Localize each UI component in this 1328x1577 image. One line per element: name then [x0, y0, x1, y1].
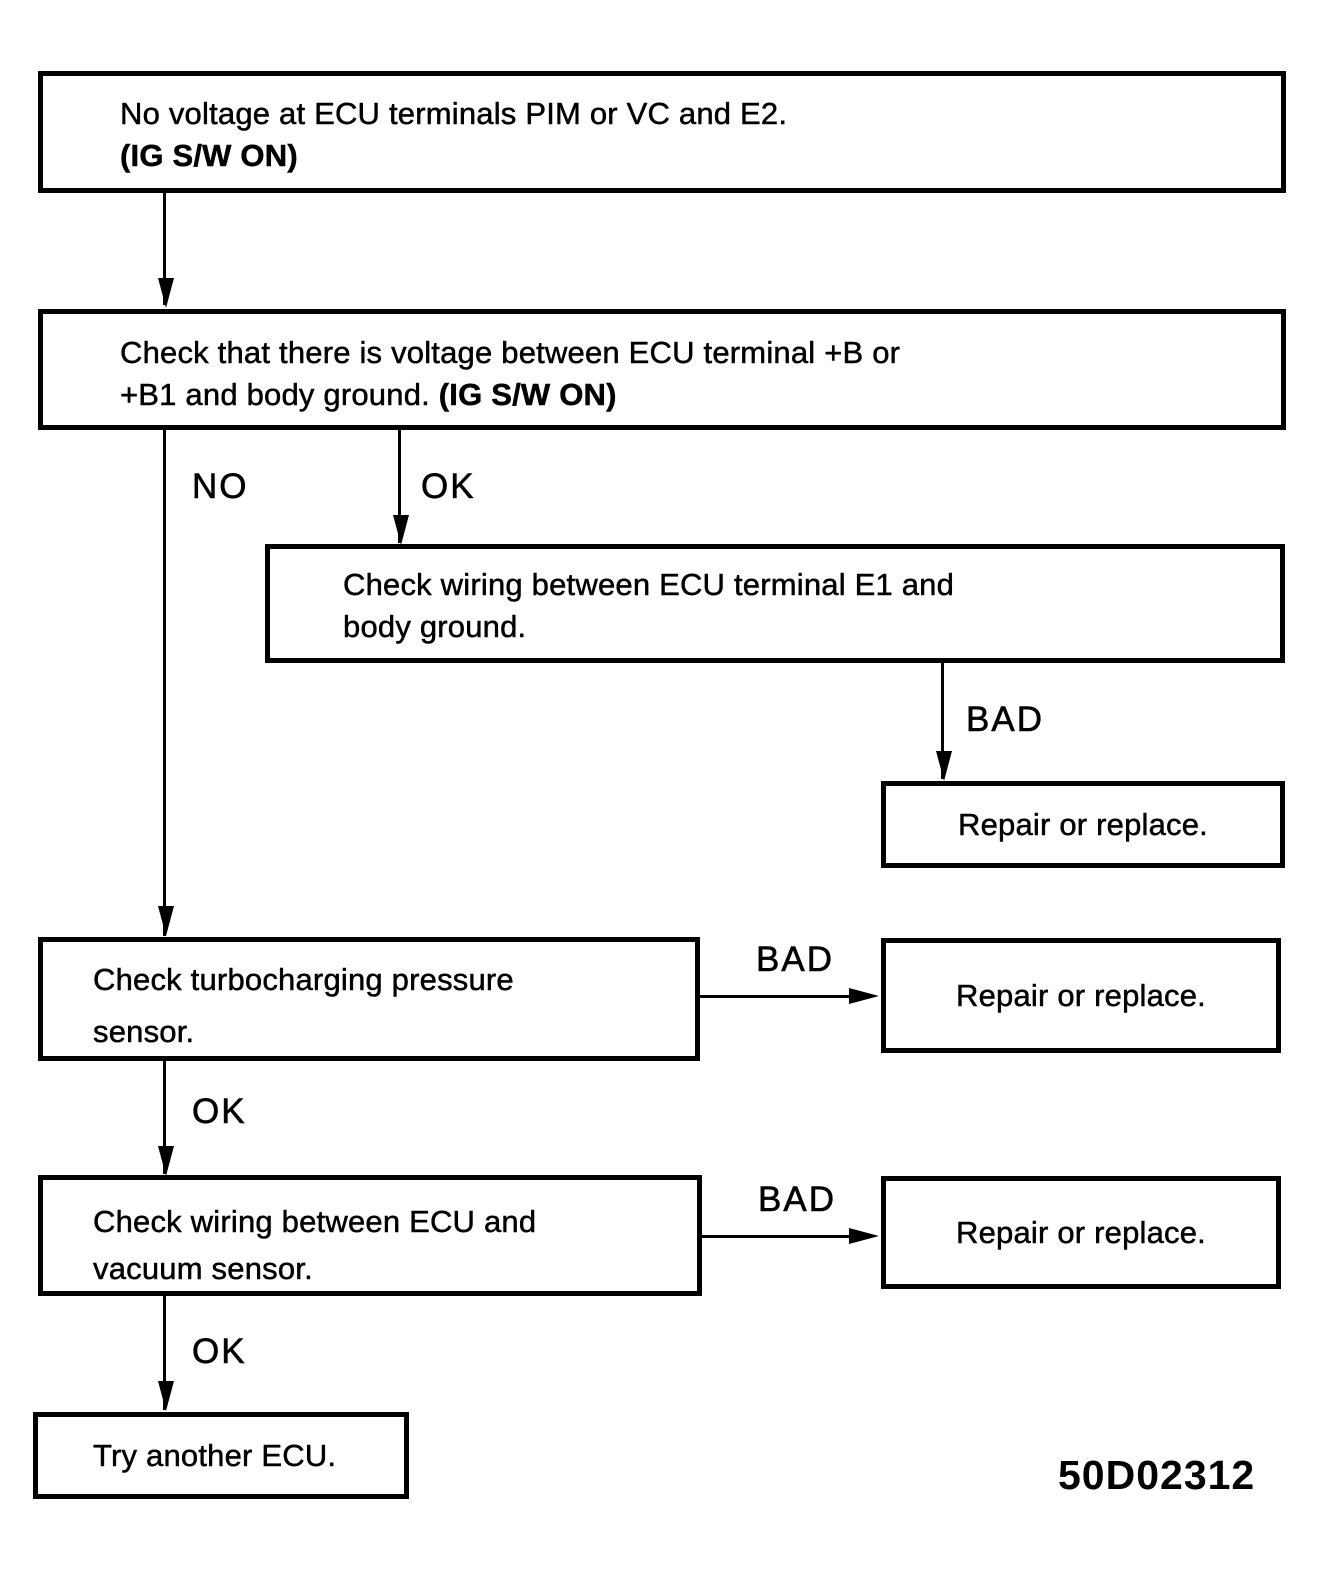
doc-number: 50D02312	[1058, 1452, 1256, 1498]
connector-start-to-check-voltage	[163, 193, 166, 305]
connector-ok-branch-3	[163, 1296, 166, 1410]
edge-label-ok-3: OK	[192, 1332, 247, 1372]
connector-bad-branch-2	[700, 995, 855, 998]
node-repair-2: Repair or replace.	[881, 938, 1281, 1053]
connector-ok-branch-2	[163, 1061, 166, 1174]
arrowhead-ok-branch-1	[393, 515, 409, 545]
node-check-turbo-sensor-line1: Check turbocharging pressure	[93, 962, 514, 998]
node-try-another-ecu: Try another ECU.	[33, 1412, 409, 1499]
arrowhead-ok-branch-3	[158, 1381, 174, 1411]
edge-label-bad-1: BAD	[966, 700, 1044, 740]
node-check-e1-wiring-line1: Check wiring between ECU terminal E1 and	[343, 567, 955, 603]
node-repair-1-text: Repair or replace.	[958, 806, 1208, 842]
edge-label-no: NO	[192, 467, 249, 507]
arrowhead-no-branch	[158, 906, 174, 936]
edge-label-bad-2: BAD	[756, 940, 834, 980]
node-repair-1: Repair or replace.	[881, 781, 1285, 868]
node-check-e1-wiring-line2: body ground.	[343, 609, 527, 645]
node-repair-2-text: Repair or replace.	[956, 977, 1206, 1013]
arrowhead-bad-branch-2	[849, 988, 879, 1004]
node-try-another-ecu-text: Try another ECU.	[93, 1437, 337, 1473]
node-check-e1-wiring: Check wiring between ECU terminal E1 and…	[265, 544, 1285, 663]
node-check-voltage-line2: +B1 and body ground. (IG S/W ON)	[120, 377, 617, 413]
node-repair-3-text: Repair or replace.	[956, 1214, 1206, 1250]
connector-ok-branch-1	[398, 430, 401, 543]
node-check-vacuum-wiring: Check wiring between ECU and vacuum sens…	[38, 1175, 702, 1296]
node-no-voltage-line2: (IG S/W ON)	[120, 138, 298, 174]
node-no-voltage: No voltage at ECU terminals PIM or VC an…	[38, 71, 1286, 193]
node-check-turbo-sensor-line2: sensor.	[93, 1014, 195, 1050]
edge-label-bad-3: BAD	[758, 1180, 836, 1220]
connector-bad-branch-3	[702, 1235, 855, 1238]
node-check-vacuum-wiring-line1: Check wiring between ECU and	[93, 1204, 537, 1240]
connector-bad-branch-1	[941, 663, 944, 779]
arrowhead-start-to-check-voltage	[158, 278, 174, 308]
edge-label-ok-2: OK	[192, 1092, 247, 1132]
node-check-turbo-sensor: Check turbocharging pressure sensor.	[38, 937, 700, 1061]
edge-label-ok-1: OK	[421, 467, 476, 507]
arrowhead-bad-branch-1	[936, 751, 952, 781]
node-repair-3: Repair or replace.	[881, 1176, 1281, 1289]
node-check-voltage-line1: Check that there is voltage between ECU …	[120, 335, 901, 371]
connector-no-branch	[163, 430, 166, 936]
node-check-voltage: Check that there is voltage between ECU …	[38, 309, 1286, 430]
arrowhead-ok-branch-2	[158, 1146, 174, 1176]
node-no-voltage-line1: No voltage at ECU terminals PIM or VC an…	[120, 96, 788, 132]
arrowhead-bad-branch-3	[849, 1228, 879, 1244]
node-check-vacuum-wiring-line2: vacuum sensor.	[93, 1251, 313, 1287]
